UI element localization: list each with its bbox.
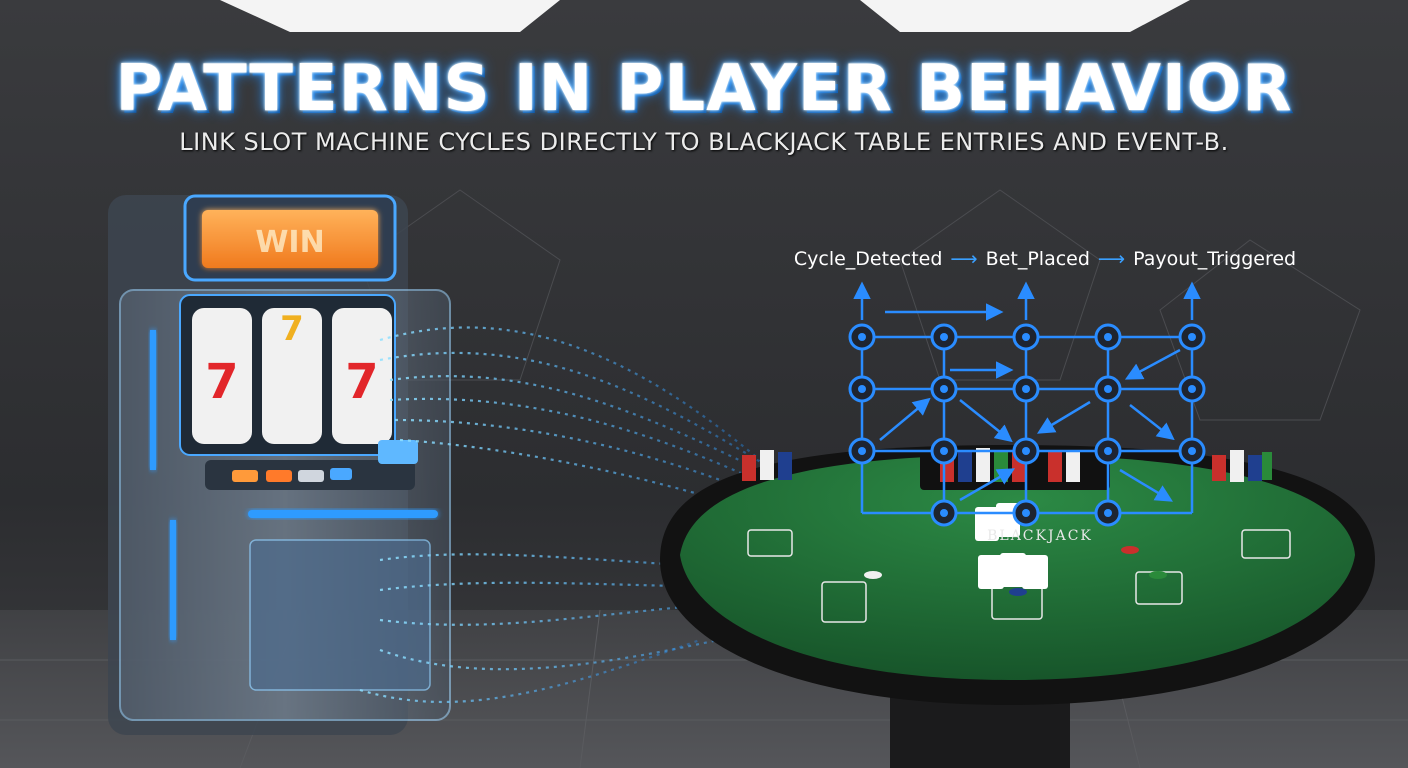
playing-cards <box>975 503 1048 589</box>
blackjack-table <box>660 445 1375 768</box>
table-label: BLACKJACK <box>987 528 1093 544</box>
win-display-text: WIN <box>255 225 324 260</box>
flow-step-bet-placed: Bet_Placed <box>985 248 1090 270</box>
reel-symbol-right: 7 <box>345 354 378 410</box>
reels <box>192 308 392 444</box>
slot-machine <box>108 194 451 735</box>
slot-buttons <box>232 440 418 482</box>
flow-step-payout-triggered: Payout_Triggered <box>1133 248 1297 270</box>
page-subtitle: LINK SLOT MACHINE CYCLES DIRECTLY TO BLA… <box>179 128 1229 156</box>
reel-symbol-left: 7 <box>205 354 238 410</box>
arrow-right-icon: ⟶ <box>1097 248 1126 270</box>
reel-symbols: 7 7 7 <box>205 309 378 410</box>
chips <box>742 448 1272 596</box>
flow-step-cycle-detected: Cycle_Detected <box>793 248 943 270</box>
arrow-right-icon: ⟶ <box>950 248 978 270</box>
win-display <box>202 210 378 268</box>
network-graph <box>848 281 1206 527</box>
event-flow: Cycle_Detected ⟶ Bet_Placed ⟶ Payout_Trigger… <box>760 248 1330 270</box>
page-title: PATTERNS IN PLAYER BEHAVIOR <box>115 52 1293 126</box>
reel-symbol-middle: 7 <box>280 309 304 349</box>
